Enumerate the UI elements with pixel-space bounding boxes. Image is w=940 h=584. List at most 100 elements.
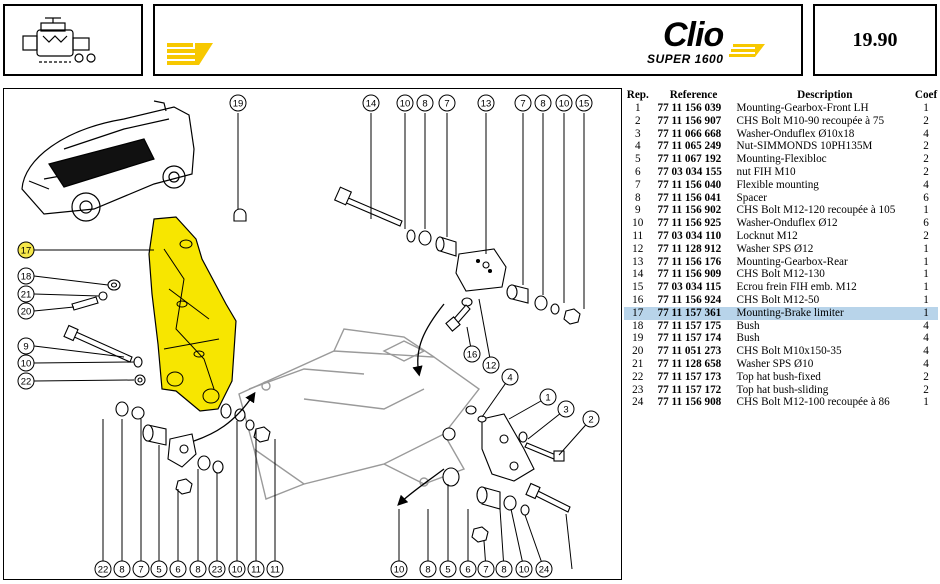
description-cell: CHS Bolt M12-120 recoupée à 105 (736, 204, 896, 217)
callout-circle (17, 337, 35, 355)
callout-badge: 19 (229, 94, 247, 112)
callout-circle (459, 560, 477, 578)
callout-circle (482, 356, 500, 374)
reference-cell: 77 11 156 925 (657, 217, 722, 230)
callout-badge: 8 (419, 560, 437, 578)
coef-cell: 2 (923, 165, 929, 178)
rep-cell: 1 (634, 102, 641, 114)
coef-cell: 2 (923, 153, 929, 166)
rep-cell: 2 (634, 114, 641, 127)
callout-number: 17 (21, 246, 32, 257)
description-cell: Mounting-Gearbox-Rear (736, 255, 848, 268)
callout-circle (515, 560, 533, 578)
description-cell: Locknut M12 (736, 229, 798, 242)
col-coef-header: Coef (914, 88, 938, 101)
coef-cell: 1 (923, 102, 929, 114)
reference-cell: 77 03 034 110 (657, 229, 722, 242)
coef-cell: 1 (923, 281, 929, 294)
callout-badge: 15 (575, 94, 593, 112)
callout-badge: 8 (416, 94, 434, 112)
callout-number: 10 (21, 359, 32, 370)
col-rep-header: Rep. (626, 88, 649, 101)
washer-part (550, 303, 560, 315)
locknut-part (563, 308, 581, 325)
coef-cell: 1 (914, 306, 938, 320)
washer-part (477, 415, 487, 423)
callout-circle (17, 241, 35, 259)
rep-cell: 15 (632, 281, 644, 294)
callout-badge: 21 (17, 285, 35, 303)
callout-circle (229, 94, 247, 112)
description-cell: Washer-Onduflex Ø12 (736, 217, 838, 230)
description-cell: Washer-Onduflex Ø10x18 (736, 127, 855, 140)
callout-circle (555, 94, 573, 112)
callout-badge: 18 (17, 267, 35, 285)
washer-part (133, 356, 143, 368)
rep-cell: 20 (632, 345, 644, 358)
coef-cell: 1 (923, 242, 929, 255)
callout-number: 16 (467, 350, 478, 361)
nut-part (471, 526, 489, 543)
callout-circle (189, 560, 207, 578)
description-cell: Top hat bush-sliding (736, 383, 829, 396)
callout-number: 8 (540, 99, 545, 110)
reference-cell: 77 11 157 175 (657, 319, 722, 332)
leader-lines (33, 113, 592, 570)
coef-cell: 4 (923, 178, 929, 191)
callout-number: 18 (21, 272, 32, 283)
washer-part (98, 291, 108, 301)
callout-badge: 5 (439, 560, 457, 578)
callout-badge: 22 (94, 560, 112, 578)
description-cell: CHS Bolt M12-130 (736, 268, 825, 281)
callout-circle (396, 94, 414, 112)
callout-number: 10 (400, 99, 411, 110)
brake-limiter-mounting-highlight (148, 216, 237, 412)
callout-badge: 10 (396, 94, 414, 112)
spacer-part (418, 230, 432, 246)
description-cell: CHS Bolt M10x150-35 (736, 345, 842, 358)
callout-badge: 10 (228, 560, 246, 578)
top-hat-bush-part (234, 408, 246, 422)
washer-part (137, 377, 143, 383)
rep-cell: 18 (632, 319, 644, 332)
engine-thumbnail-icon (22, 17, 96, 63)
coef-cell: 4 (923, 319, 929, 332)
callout-circle (150, 560, 168, 578)
reference-cell: 77 11 157 173 (657, 370, 722, 383)
washer-part (406, 229, 416, 243)
reference-cell: 77 11 156 040 (657, 178, 722, 191)
callout-circle (228, 560, 246, 578)
spacer-part (131, 406, 145, 420)
callout-badge: 20 (17, 302, 35, 320)
spacer-part (534, 295, 548, 311)
callout-circle (477, 560, 495, 578)
coef-cell: 4 (923, 357, 929, 370)
washer-part (442, 427, 456, 441)
